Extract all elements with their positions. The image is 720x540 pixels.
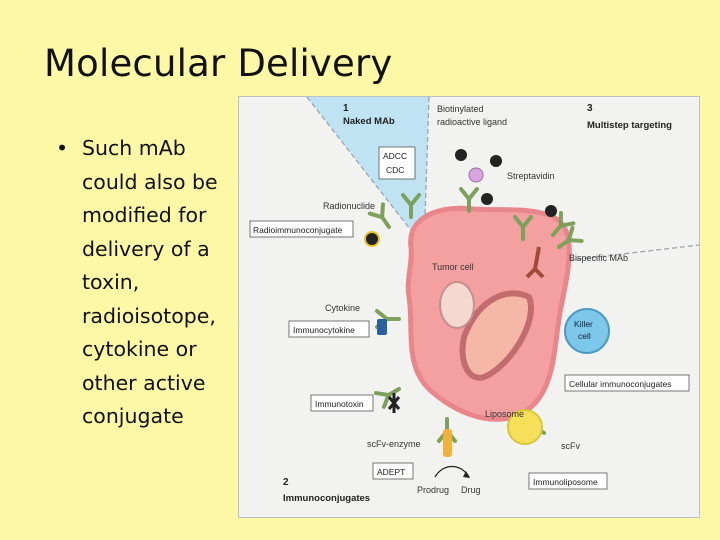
immunocytokine-label: Immunocytokine xyxy=(293,325,355,335)
streptavidin-label: Streptavidin xyxy=(507,171,555,181)
slide-title: Molecular Delivery xyxy=(44,42,393,85)
naked-mab-zone xyxy=(307,97,429,247)
adept-label: ADEPT xyxy=(377,467,405,477)
antibody-immunotoxin xyxy=(373,380,405,409)
cellular-immunoconjugates-box xyxy=(564,374,690,392)
immunotoxin-icon xyxy=(387,393,401,413)
adcc-label: ADCC xyxy=(383,151,407,161)
bispecific-radio-icon xyxy=(545,205,557,217)
immunoliposome-label: Immunoliposome xyxy=(533,477,598,487)
streptavidin-icon xyxy=(468,167,484,183)
scfv-enzyme-icon xyxy=(443,429,452,457)
biotinylated-label-2: radioactive ligand xyxy=(437,117,507,127)
radionuclide-icon xyxy=(364,231,380,247)
section2-number: 2 xyxy=(283,477,289,488)
drug-label: Drug xyxy=(461,485,481,495)
cytokine-icon xyxy=(377,319,387,335)
tumor-nucleolus xyxy=(439,281,475,329)
radionuclide-label: Radionuclide xyxy=(323,201,375,211)
prodrug-label: Prodrug xyxy=(417,485,449,495)
radioactive-icon-3 xyxy=(481,193,493,205)
immunotoxin-box xyxy=(310,394,374,412)
bispecific-mab-label: Bispecific MAb xyxy=(569,253,628,263)
killer-cell-label-2: cell xyxy=(578,331,591,341)
liposome-icon xyxy=(507,409,543,445)
bullet-text: Such mAb could also be modified for deli… xyxy=(82,136,218,428)
divider-line-2 xyxy=(423,96,430,248)
radioimmunoconjugate-box xyxy=(249,220,354,238)
section2-title: Immunoconjugates xyxy=(283,493,370,504)
bispecific-mab-icon xyxy=(525,246,545,279)
scfv-label: scFv xyxy=(561,441,580,451)
tumor-nucleus xyxy=(459,290,534,381)
liposome-label: Liposome xyxy=(485,409,524,419)
scfv-enzyme-label: scFv-enzyme xyxy=(367,439,421,449)
tumor-cell-label: Tumor cell xyxy=(432,262,474,272)
molecular-delivery-diagram: 1 Naked MAb 3 Multistep targeting 2 Immu… xyxy=(238,96,700,518)
section3-number: 3 xyxy=(587,103,593,114)
immunoliposome-box xyxy=(528,472,608,490)
radioimmunoconjugate-label: Radioimmunoconjugate xyxy=(253,225,343,235)
radioactive-icon-2 xyxy=(490,155,502,167)
adept-box xyxy=(372,462,414,480)
killer-cell xyxy=(564,308,610,354)
killer-cell-label-1: Killer xyxy=(574,319,593,329)
adcc-cdc-box xyxy=(378,146,416,180)
section1-number: 1 xyxy=(343,103,349,114)
immunotoxin-label: Immunotoxin xyxy=(315,399,364,409)
arrowhead-icon xyxy=(463,471,470,478)
bullet-item: • Such mAb could also be modified for de… xyxy=(56,132,236,434)
cdc-label: CDC xyxy=(386,165,404,175)
immunocytokine-box xyxy=(288,320,370,338)
radioactive-icon-1 xyxy=(455,149,467,161)
diagram-svg: 1 Naked MAb 3 Multistep targeting 2 Immu… xyxy=(249,96,700,504)
cellular-immunoconjugates-label: Cellular immunoconjugates xyxy=(569,379,672,389)
biotinylated-label-1: Biotinylated xyxy=(437,104,484,114)
section3-title: Multistep targeting xyxy=(587,120,672,131)
bullet-symbol: • xyxy=(56,136,69,160)
section1-title: Naked MAb xyxy=(343,116,395,127)
cytokine-label: Cytokine xyxy=(325,303,360,313)
